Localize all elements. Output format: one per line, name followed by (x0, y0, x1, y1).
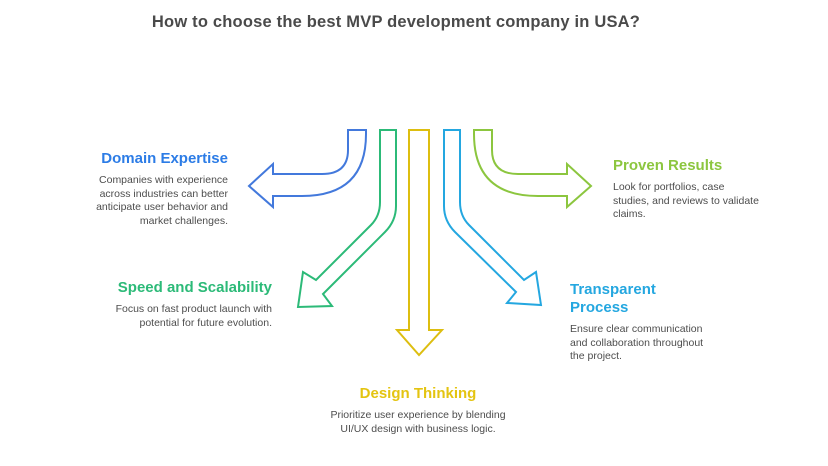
design-thinking-description: Prioritize user experience by blending U… (330, 409, 506, 435)
domain-expertise-description: Companies with experience across industr… (96, 174, 228, 227)
transparent-process-description: Ensure clear communication and collabora… (570, 323, 704, 362)
design-thinking-heading: Design Thinking (359, 385, 477, 402)
straight-arrow-down-icon (394, 129, 445, 357)
proven-results-heading: Proven Results (613, 157, 723, 174)
section-design-thinking: Design Thinking Prioritize user experien… (316, 385, 520, 436)
domain-expertise-heading: Domain Expertise (101, 150, 228, 167)
speed-and-scalability-heading: Speed and Scalability (117, 279, 272, 296)
section-domain-expertise: Domain Expertise Companies with experien… (70, 150, 228, 228)
diagonal-arrow-down-left-icon (296, 129, 397, 309)
page-title: How to choose the best MVP development c… (151, 13, 641, 31)
curved-arrow-right-icon (473, 129, 593, 210)
diagonal-arrow-down-right-icon (443, 129, 543, 307)
section-transparent-process: Transparent Process Ensure clear communi… (570, 281, 715, 364)
proven-results-description: Look for portfolios, case studies, and r… (613, 181, 759, 220)
section-proven-results: Proven Results Look for portfolios, case… (613, 157, 763, 222)
speed-and-scalability-description: Focus on fast product launch with potent… (115, 303, 272, 329)
section-speed-and-scalability: Speed and Scalability Focus on fast prod… (112, 279, 272, 330)
curved-arrow-left-icon (247, 129, 367, 210)
transparent-process-heading: Transparent Process (570, 281, 656, 316)
